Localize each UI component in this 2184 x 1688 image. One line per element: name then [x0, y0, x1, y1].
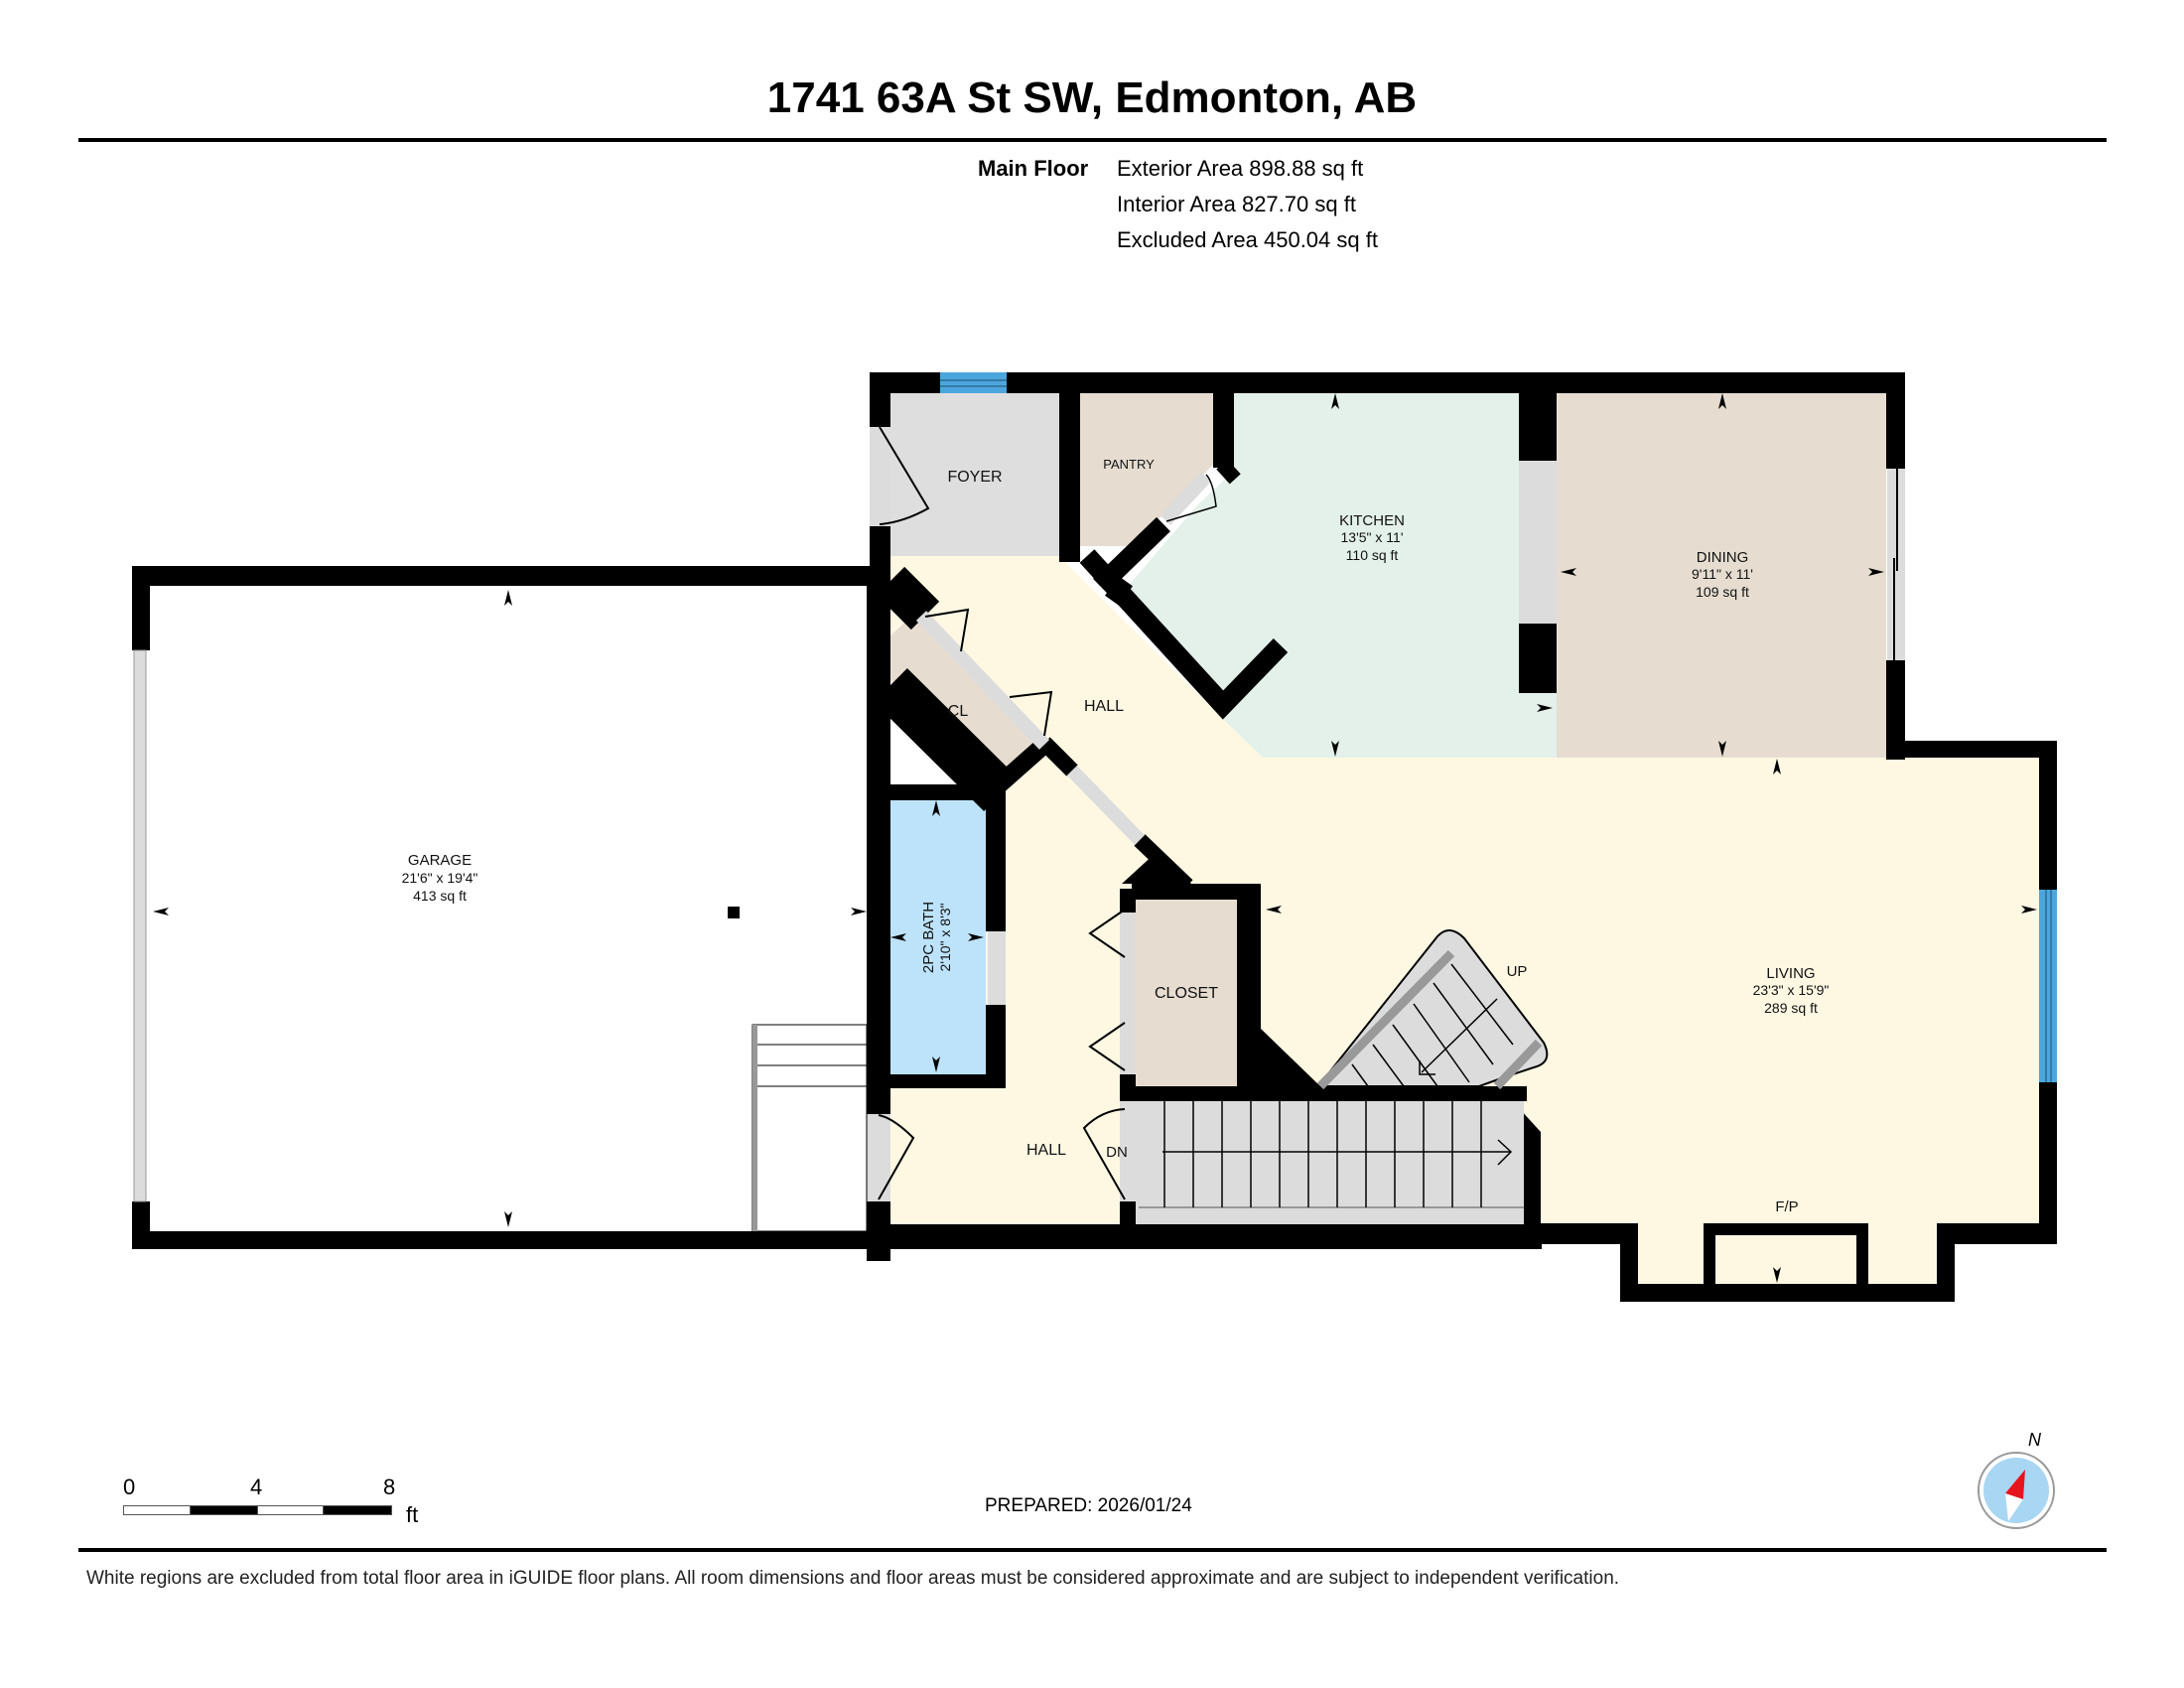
- garage-floor: [149, 586, 871, 1231]
- dimension-arrows: [153, 393, 2037, 1283]
- up-label: UP: [1507, 963, 1528, 980]
- cl-closet-floor: [890, 608, 1042, 786]
- header-divider: [78, 138, 2107, 142]
- scale-segment: [323, 1505, 392, 1515]
- bath-label: 2PC BATH: [920, 902, 937, 973]
- kitchen-label: KITCHEN: [1339, 512, 1405, 529]
- scale-segment: [123, 1505, 191, 1515]
- dn-label: DN: [1106, 1144, 1128, 1161]
- garage-steps: [751, 1024, 868, 1232]
- hall-lower-label: HALL: [1026, 1142, 1066, 1159]
- garage-post: [728, 907, 740, 918]
- disclaimer: White regions are excluded from total fl…: [86, 1568, 1620, 1589]
- closet-label: CLOSET: [1155, 985, 1218, 1002]
- bath-dims: 2'10" x 8'3": [937, 903, 953, 971]
- area-values: Exterior Area 898.88 sq ft Interior Area…: [1117, 151, 1378, 258]
- north-compass: N: [1976, 1430, 2065, 1529]
- dining-dims: 9'11" x 11': [1692, 566, 1753, 582]
- compass-north-label: N: [2028, 1430, 2042, 1450]
- living-area: 289 sq ft: [1764, 1000, 1818, 1016]
- garage-door-swing: [878, 1114, 915, 1200]
- stair-door-swing: [1082, 1108, 1126, 1200]
- garage-window: [133, 649, 147, 1202]
- living-dims: 23'3" x 15'9": [1753, 982, 1830, 998]
- walls: [132, 372, 2057, 1302]
- dining-floor: [1557, 393, 1886, 758]
- interior-area: Interior Area 827.70 sq ft: [1117, 192, 1356, 216]
- living-label: LIVING: [1766, 965, 1815, 982]
- dining-area: 109 sq ft: [1696, 584, 1749, 600]
- scale-segment: [257, 1505, 324, 1515]
- bath-floor: [888, 799, 986, 1074]
- foyer-window: [940, 372, 1007, 393]
- kitchen-area: 110 sq ft: [1346, 547, 1399, 563]
- dining-label: DINING: [1697, 549, 1749, 566]
- living-window: [2039, 890, 2057, 1082]
- scale-segment: [190, 1505, 258, 1515]
- stairs-up: [1315, 929, 1549, 1090]
- scale-tick-8: 8: [383, 1475, 396, 1499]
- scale-unit: ft: [406, 1502, 419, 1527]
- excluded-area: Excluded Area 450.04 sq ft: [1117, 227, 1378, 252]
- page-title: 1741 63A St SW, Edmonton, AB: [766, 73, 1418, 122]
- cl-label: CL: [948, 703, 969, 720]
- kitchen-dims: 13'5" x 11': [1341, 529, 1404, 545]
- garage-area: 413 sq ft: [413, 888, 467, 904]
- foyer-floor: [890, 393, 1059, 556]
- floor-label: Main Floor: [978, 156, 1089, 181]
- scale-bar: 0 4 8 ft: [123, 1475, 418, 1534]
- pantry-label: PANTRY: [1103, 457, 1155, 472]
- hall-upper-label: HALL: [1084, 698, 1124, 715]
- exterior-area: Exterior Area 898.88 sq ft: [1117, 156, 1364, 181]
- pantry-floor: [1080, 393, 1213, 546]
- garage-label: GARAGE: [408, 852, 472, 869]
- compass-icon: N: [1978, 1430, 2055, 1529]
- foyer-label: FOYER: [947, 469, 1002, 486]
- foyer-door-swing: [879, 426, 930, 525]
- scale-tick-0: 0: [123, 1475, 136, 1499]
- diagonal-walls: [874, 459, 1320, 1086]
- kitchen-floor: [1120, 393, 1557, 758]
- scale-tick-4: 4: [250, 1475, 263, 1499]
- prepared-date: PREPARED: 2026/01/24: [985, 1495, 1192, 1516]
- footer-divider: [78, 1548, 2107, 1552]
- fireplace-label: F/P: [1775, 1198, 1798, 1215]
- garage-dims: 21'6" x 19'4": [402, 870, 478, 886]
- closet-floor: [1135, 899, 1237, 1086]
- stairs-down: [1136, 1101, 1524, 1224]
